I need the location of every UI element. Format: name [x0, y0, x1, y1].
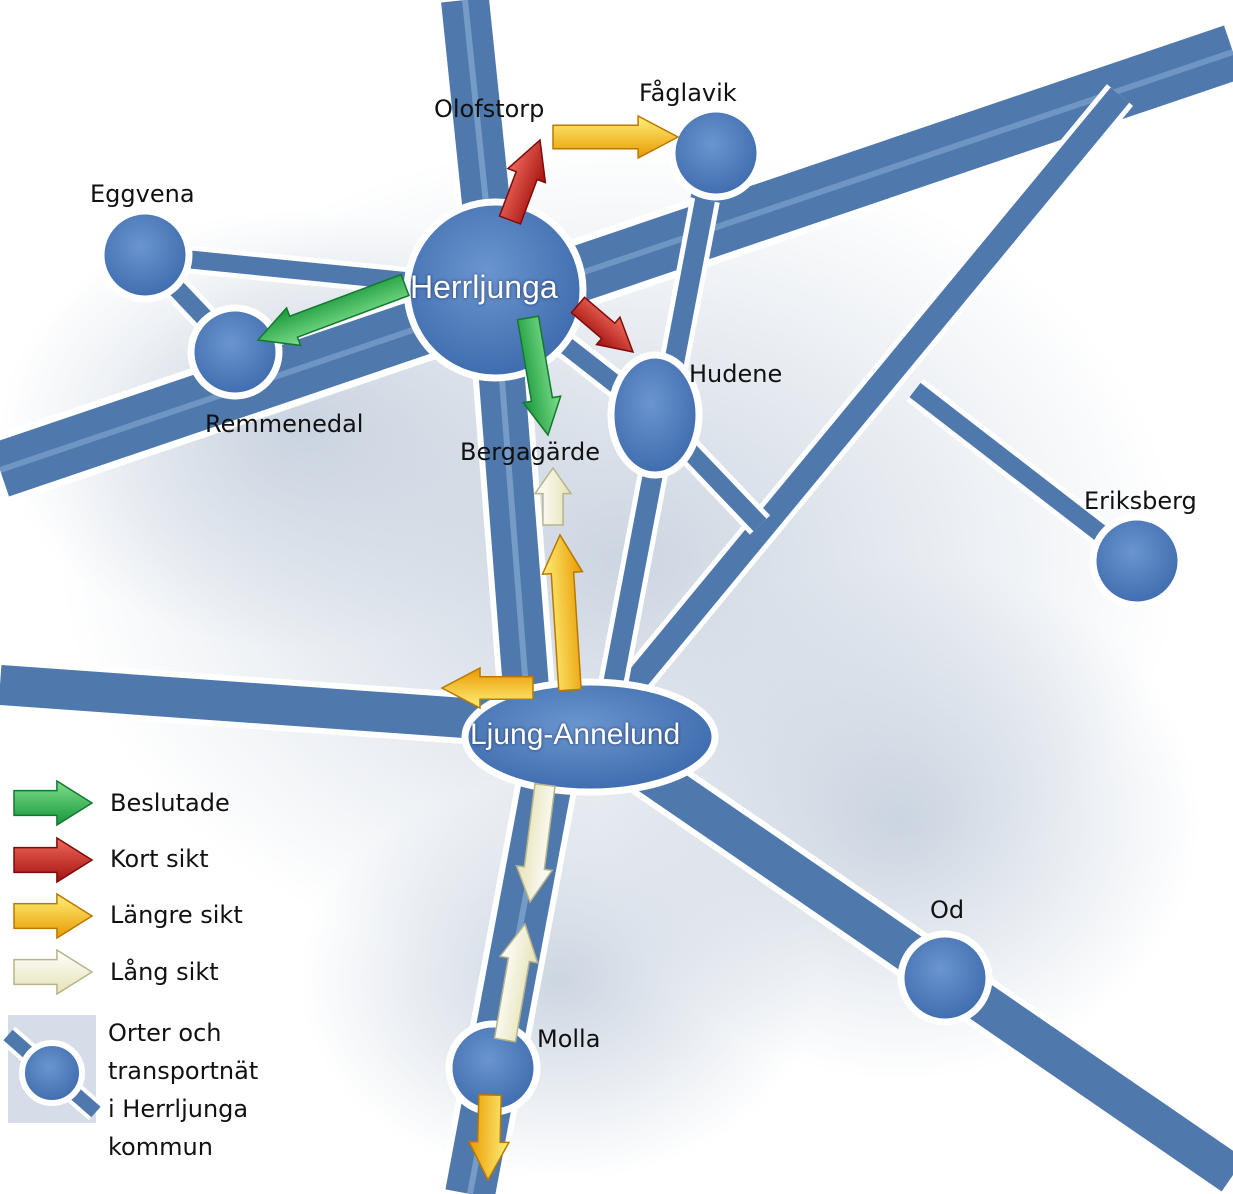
node-hudene: [607, 351, 703, 479]
arrow-olofstorp-faglavik: [552, 114, 680, 160]
label-ljung-annelund: Ljung-Annelund: [470, 718, 681, 751]
legend-arrow-lang-sikt: [13, 948, 94, 996]
arrow-ljung-west: [440, 666, 534, 710]
arrow-ljung-south: [515, 782, 556, 904]
label-hudene: Hudene: [689, 360, 783, 388]
arrow-herrljunga-remmenedal: [256, 273, 410, 347]
legend-arrow-kort-sikt: [13, 836, 94, 884]
node-faglavik: [668, 105, 764, 201]
arrow-herrljunga-bergagarde: [516, 315, 562, 437]
arrow-herrljunga-hudene: [570, 296, 635, 354]
label-herrljunga: Herrljunga: [410, 269, 558, 305]
legend-lang-sikt-label: Lång sikt: [110, 958, 219, 986]
legend: [0, 779, 104, 1123]
legend-beslutade-label: Beslutade: [110, 789, 230, 817]
label-eriksberg: Eriksberg: [1084, 487, 1197, 515]
node-ljung-annelund: [461, 678, 719, 796]
arrow-herrljunga-olofstorp: [498, 138, 547, 225]
legend-arrow-langre-sikt: [13, 892, 94, 940]
legend-network-line1: Orter och: [108, 1019, 222, 1047]
legend-langre-sikt-label: Längre sikt: [110, 901, 243, 929]
label-molla: Molla: [537, 1025, 601, 1053]
label-remmenedal: Remmenedal: [205, 410, 364, 438]
node-od: [897, 930, 993, 1026]
label-bergagarde: Bergagärde: [460, 438, 601, 466]
node-eggvena: [97, 207, 193, 303]
development-arrows: [256, 114, 680, 1182]
arrow-molla-north: [493, 922, 539, 1043]
label-faglavik: Fåglavik: [639, 79, 737, 107]
legend-network-line2: transportnät: [108, 1057, 259, 1085]
legend-kort-sikt-label: Kort sikt: [110, 845, 209, 873]
arrow-to-bergagarde: [533, 466, 573, 526]
label-eggvena: Eggvena: [90, 180, 195, 208]
arrow-ljung-bergagarde: [541, 533, 584, 692]
legend-network-line4: kommun: [108, 1133, 213, 1161]
node-eriksberg: [1089, 513, 1185, 609]
legend-network-label: Orter och transportnät i Herrljunga komm…: [108, 1014, 258, 1166]
legend-network-line3: i Herrljunga: [108, 1095, 249, 1123]
legend-arrow-beslutade: [13, 779, 94, 827]
label-olofstorp: Olofstorp: [434, 95, 545, 123]
label-od: Od: [930, 896, 965, 924]
legend-network-icon: [0, 1015, 104, 1123]
node-remmenedal: [187, 304, 283, 400]
arrow-molla-south: [467, 1093, 511, 1182]
